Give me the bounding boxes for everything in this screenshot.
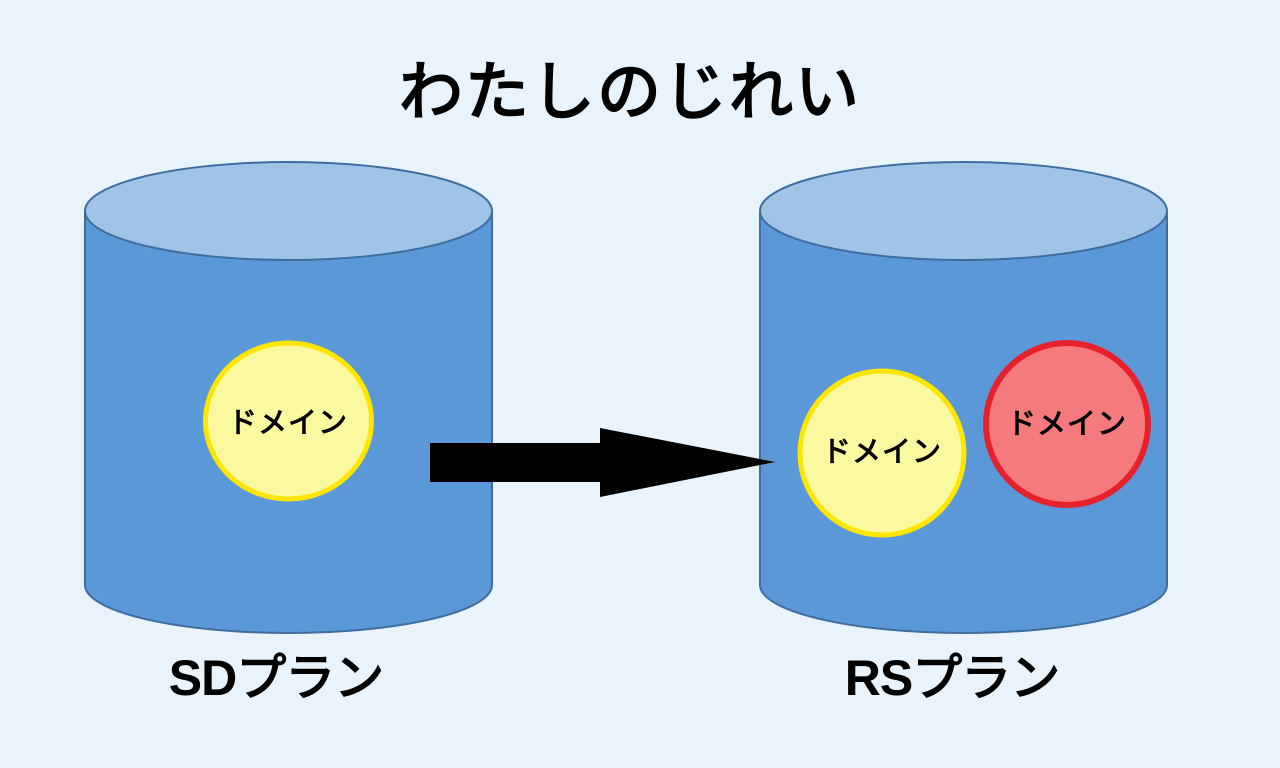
right-domain-circle-red [983, 340, 1151, 508]
right-domain-circle-yellow [797, 368, 967, 538]
left-domain-label: ドメイン [227, 407, 349, 440]
right-domain-label-yellow: ドメイン [821, 436, 943, 469]
diagram-title: わたしのじれい [399, 56, 861, 128]
right-plan-label: RSプラン [844, 650, 1060, 706]
right-arrow-icon [430, 428, 775, 497]
left-domain-circle-yellow [203, 340, 374, 502]
right-domain-label-red: ドメイン [1006, 408, 1128, 441]
left-plan-label: SDプラン [168, 650, 384, 706]
right-cylinder-top [759, 161, 1168, 261]
left-cylinder-top [84, 161, 493, 261]
